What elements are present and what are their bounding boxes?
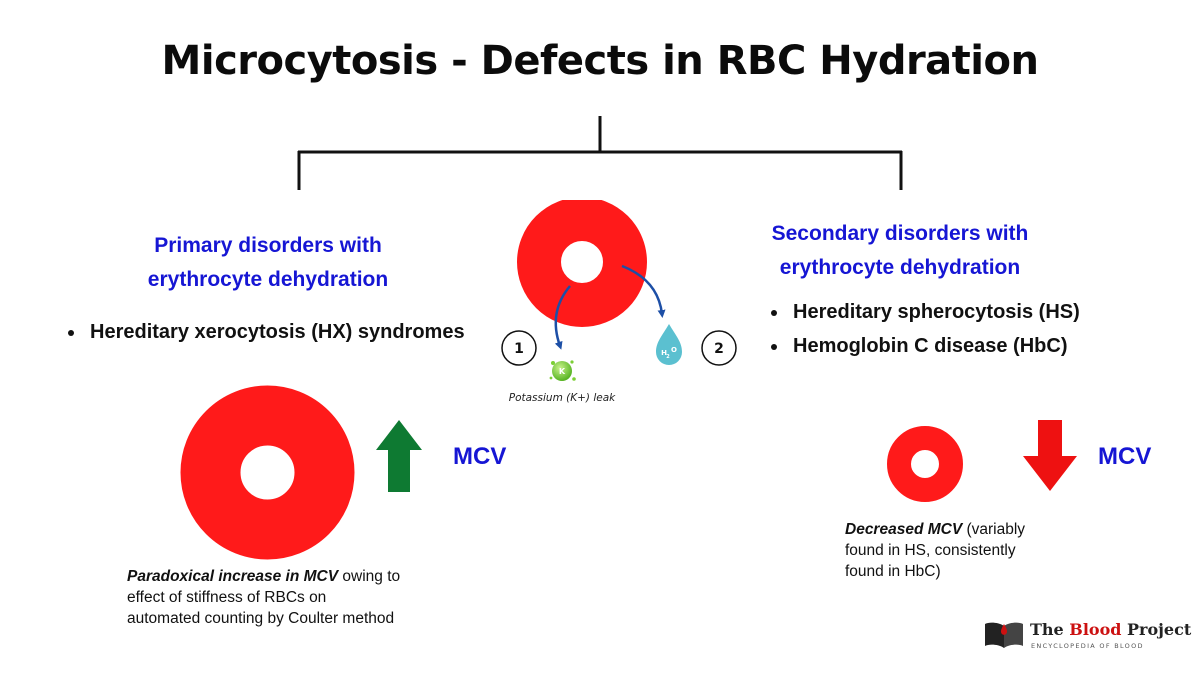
right-bullet-list: Hereditary spherocytosis (HS) Hemoglobin… xyxy=(769,295,1080,363)
water-label-sub: 2 xyxy=(666,354,670,360)
open-book-icon xyxy=(985,622,1023,648)
right-caption-line1: (variably xyxy=(962,521,1026,538)
left-mcv-label: MCV xyxy=(453,443,507,470)
list-item: Hemoglobin C disease (HbC) xyxy=(769,329,1080,363)
blood-drop-icon xyxy=(1000,624,1008,635)
step-1-circle xyxy=(501,330,537,366)
list-item: Hereditary spherocytosis (HS) xyxy=(769,295,1080,329)
rbc-dehydration-diagram: 1 2 K H 2 O xyxy=(501,200,737,381)
rbc-large-icon xyxy=(180,385,355,560)
water-droplet-icon: H 2 O xyxy=(656,324,682,365)
left-heading-line1: Primary disorders with xyxy=(154,234,382,257)
right-heading: Secondary disorders with erythrocyte deh… xyxy=(745,217,1055,285)
left-caption-emphasis: Paradoxical increase in MCV xyxy=(127,568,339,585)
water-label-h: H xyxy=(661,349,667,357)
step-2-circle xyxy=(701,330,737,366)
rbc-small-icon xyxy=(887,426,963,502)
page-title: Microcytosis - Defects in RBC Hydration xyxy=(161,38,1039,84)
step-1-number: 1 xyxy=(514,341,524,357)
arrow-down-red-icon xyxy=(1023,420,1077,491)
blood-project-logo: The Blood Project ENCYCLOPEDIA OF BLOOD xyxy=(983,618,1191,654)
right-caption: Decreased MCV (variably found in HS, con… xyxy=(845,519,1075,582)
water-loss-arrow xyxy=(621,264,666,318)
left-heading-line2: erythrocyte dehydration xyxy=(147,268,389,291)
right-caption-line3: found in HbC) xyxy=(845,563,941,580)
potassium-leak-caption: Potassium (K+) leak xyxy=(508,392,616,404)
rbc-center-icon xyxy=(517,200,647,327)
left-bullet-list: Hereditary xerocytosis (HX) syndromes xyxy=(66,315,465,349)
left-caption-line1: owing to xyxy=(338,568,401,585)
right-mcv-label: MCV xyxy=(1098,443,1152,470)
potassium-ion-icon: K xyxy=(549,360,576,381)
water-label-o: O xyxy=(671,346,677,354)
list-item: Hereditary xerocytosis (HX) syndromes xyxy=(66,315,465,349)
logo-subtitle: ENCYCLOPEDIA OF BLOOD xyxy=(1031,642,1144,650)
logo-title: The Blood Project xyxy=(1030,620,1192,639)
arrow-up-green-icon xyxy=(376,420,422,492)
left-caption-line2: effect of stiffness of RBCs on xyxy=(127,589,327,606)
right-caption-emphasis: Decreased MCV xyxy=(845,521,963,538)
left-caption: Paradoxical increase in MCV owing to eff… xyxy=(127,566,447,629)
right-heading-line1: Secondary disorders with xyxy=(771,222,1029,245)
potassium-label: K xyxy=(559,367,566,376)
step-2-number: 2 xyxy=(714,341,724,357)
right-caption-line2: found in HS, consistently xyxy=(845,542,1016,559)
left-caption-line3: automated counting by Coulter method xyxy=(127,610,395,627)
right-heading-line2: erythrocyte dehydration xyxy=(779,256,1021,279)
potassium-leak-arrow xyxy=(554,285,571,350)
left-heading: Primary disorders with erythrocyte dehyd… xyxy=(118,229,418,297)
